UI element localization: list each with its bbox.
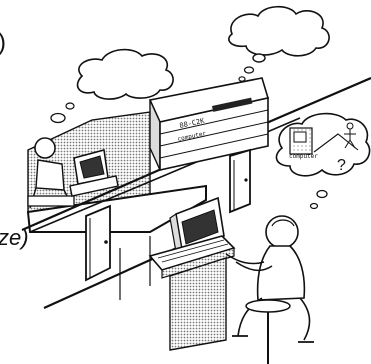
back-office-worker bbox=[27, 137, 75, 209]
front-terminal bbox=[148, 196, 236, 351]
cloud-puff bbox=[243, 66, 255, 74]
question-mark: ? bbox=[337, 157, 346, 174]
thought-puff bbox=[65, 102, 75, 110]
back-office-terminal bbox=[69, 149, 119, 197]
partition-lines bbox=[119, 236, 151, 300]
thought-bubble: computer ? bbox=[275, 112, 371, 177]
thought-bubble-label: computer bbox=[289, 153, 318, 160]
front-door bbox=[85, 204, 111, 282]
thought-puff bbox=[316, 189, 328, 199]
left-text-fragment: ) bbox=[0, 29, 6, 56]
front-worker bbox=[225, 215, 314, 343]
floor-line bbox=[21, 76, 371, 232]
top-cloud bbox=[228, 5, 330, 57]
back-door bbox=[229, 148, 251, 214]
stool bbox=[245, 299, 291, 364]
middle-cloud bbox=[76, 48, 174, 100]
cloud-puff bbox=[252, 53, 266, 63]
thought-puff bbox=[50, 112, 66, 124]
cloud-puff bbox=[238, 76, 246, 82]
thought-puff bbox=[309, 202, 319, 210]
